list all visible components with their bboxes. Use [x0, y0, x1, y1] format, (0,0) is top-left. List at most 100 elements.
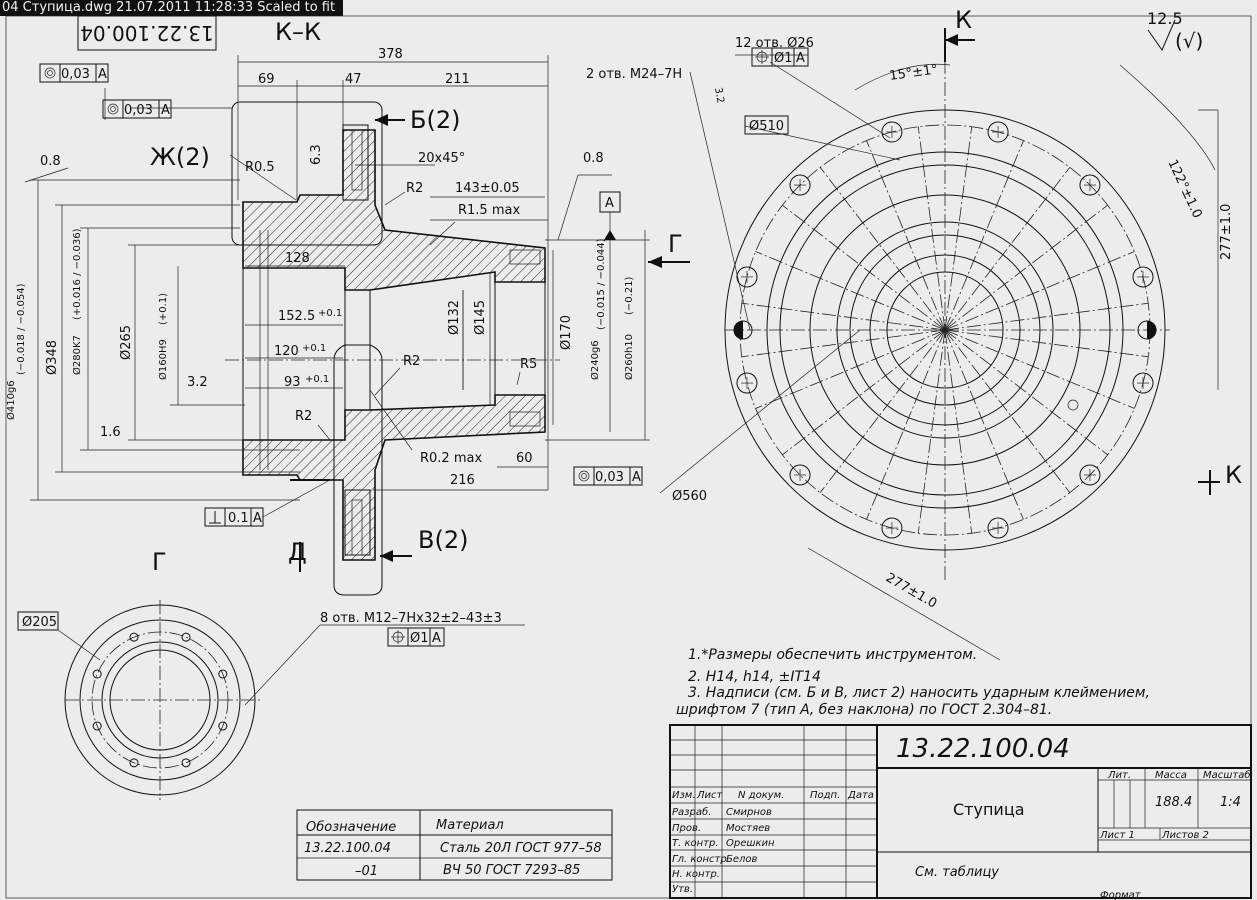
flange-upper-outline — [231, 101, 383, 246]
dim-277-vert: 277±1.0 — [1219, 204, 1234, 260]
frame-border — [5, 15, 1252, 899]
roughness-main: 12.5 — [1147, 9, 1183, 28]
dim-phi260-tol: (−0.21) — [624, 276, 635, 315]
dim-phi160: Ø160H9 — [157, 339, 169, 380]
dim-8-holes: 8 отв. М12–7Нх32±2–43±3 — [320, 611, 502, 626]
dim-phi132: Ø132 — [447, 300, 462, 335]
dim-phi260: Ø260h10 — [623, 334, 635, 380]
dim-r15: R1.5 max — [458, 203, 520, 218]
svg-text:Пров.: Пров. — [672, 823, 701, 834]
svg-text:Масса: Масса — [1155, 770, 1187, 781]
section-kk-view: К–К — [24, 18, 690, 596]
svg-text:0,03: 0,03 — [124, 103, 153, 118]
title-block: 13.22.100.04 Ступица См. таблицу Лит. Ма… — [669, 724, 1252, 900]
svg-text:Лит.: Лит. — [1107, 770, 1131, 781]
dim-r2-low: R2 — [295, 409, 312, 424]
svg-text:N докум.: N докум. — [738, 790, 784, 801]
dim-phi410: Ø410g6 — [5, 380, 17, 420]
tol-01c: +0.1 — [305, 374, 329, 385]
dim-phi348: Ø348 — [45, 340, 60, 375]
svg-text:А: А — [432, 631, 441, 646]
svg-text:А: А — [796, 51, 805, 66]
dim-phi510: Ø510 — [749, 119, 784, 134]
dim-1-6: 1.6 — [100, 425, 121, 440]
svg-text:Утв.: Утв. — [672, 884, 693, 895]
tolerance-frame-1: 0,03 А — [39, 63, 109, 83]
dim-phi205: Ø205 — [22, 615, 57, 630]
svg-text:Дата: Дата — [847, 790, 874, 801]
dim-r2-mid: R2 — [403, 354, 420, 369]
view-g: Г Ø205 8 отв. М12–7Нх32±2–43±3 — [17, 548, 525, 800]
dim-phi145: Ø145 — [473, 300, 488, 335]
dim-phi410-tol: (−0.018 / −0.054) — [16, 283, 27, 375]
label-g-view: Г — [152, 548, 167, 576]
dim-phi560: Ø560 — [672, 489, 707, 504]
label-g-arrow: Г — [668, 230, 683, 258]
svg-text:–01: –01 — [355, 864, 378, 879]
upper-hatched-section — [242, 129, 546, 291]
title-scale: 1:4 — [1220, 795, 1241, 810]
dim-60: 60 — [516, 451, 533, 466]
section-kk-title: К–К — [275, 18, 321, 46]
stamp-code: 13.22.100.04 — [80, 21, 214, 45]
dim-r02: R0.2 max — [420, 451, 482, 466]
dim-08-left: 0.8 — [40, 154, 61, 169]
svg-text:Обозначение: Обозначение — [306, 820, 396, 835]
dim-211: 211 — [445, 72, 470, 87]
dim-6-3: 6.3 — [309, 144, 324, 165]
svg-text:Т. контр.: Т. контр. — [672, 838, 719, 849]
svg-text:А: А — [632, 470, 641, 485]
front-view: К К — [659, 6, 1242, 661]
svg-text:А: А — [605, 196, 614, 211]
tolerance-frame-3: 0,03 А — [573, 466, 643, 486]
dim-phi240-tol: (−0.015 / −0.044) — [596, 238, 607, 330]
label-d: Д — [288, 538, 307, 566]
top-left-stamp: 13.22.100.04 — [77, 15, 217, 51]
tolerance-holes8: Ø1 А — [387, 627, 445, 647]
dim-12-holes: 12 отв. Ø26 — [735, 36, 814, 51]
dim-phi160-tol: (+0.1) — [158, 293, 169, 325]
svg-text:Ø1: Ø1 — [774, 51, 793, 66]
technical-notes: 1.*Размеры обеспечить инструментом. 2. Н… — [676, 647, 1150, 718]
svg-text:Разраб.: Разраб. — [672, 806, 711, 818]
svg-text:Смирнов: Смирнов — [726, 807, 772, 818]
dim-3-2: 3.2 — [187, 375, 208, 390]
title-name: Ступица — [953, 800, 1025, 819]
dim-phi280: Ø280K7 — [71, 335, 83, 375]
lower-hatched-section — [242, 394, 546, 561]
dim-143: 143±0.05 — [455, 181, 520, 196]
svg-text:Н. контр.: Н. контр. — [672, 869, 720, 880]
tolerance-frame-2: 0,03 А — [102, 99, 172, 119]
dim-2-holes: 2 отв. М24–7Н — [586, 67, 682, 82]
dim-phi265: Ø265 — [119, 325, 134, 360]
dim-277-diag: 277±1.0 — [883, 570, 939, 611]
svg-text:Мостяев: Мостяев — [726, 823, 770, 834]
note-2: 2. Н14, h14, ±IT14 — [688, 669, 821, 685]
svg-text:Формат: Формат — [1100, 890, 1142, 900]
flange-lower-outline — [333, 344, 383, 596]
dim-phi240: Ø240g6 — [589, 340, 601, 380]
svg-text:Ø1: Ø1 — [410, 631, 429, 646]
dim-angle15: 15°±1° — [888, 62, 938, 84]
label-k-bottom: К — [1225, 461, 1242, 489]
svg-text:Листов 2: Листов 2 — [1161, 830, 1209, 841]
title-mass: 188.4 — [1155, 795, 1192, 810]
svg-text:А: А — [253, 511, 262, 526]
dim-128: 128 — [285, 251, 310, 266]
dim-69: 69 — [258, 72, 275, 87]
dim-122: 122°±1.0 — [1164, 157, 1204, 220]
dim-r2-top: R2 — [406, 181, 423, 196]
tolerance-holes12: Ø1 А — [751, 47, 809, 67]
label-v2: В(2) — [418, 526, 468, 554]
label-k-top: К — [955, 6, 972, 34]
svg-text:А: А — [161, 103, 170, 118]
roughness-paren: (√) — [1175, 29, 1203, 53]
label-b2: Б(2) — [410, 106, 460, 134]
dim-120: 120 — [274, 344, 299, 359]
dim-47: 47 — [345, 72, 362, 87]
dim-r05: R0.5 — [245, 160, 275, 175]
dim-3-2-right: 3.2 — [712, 87, 726, 105]
svg-text:А: А — [98, 67, 107, 82]
